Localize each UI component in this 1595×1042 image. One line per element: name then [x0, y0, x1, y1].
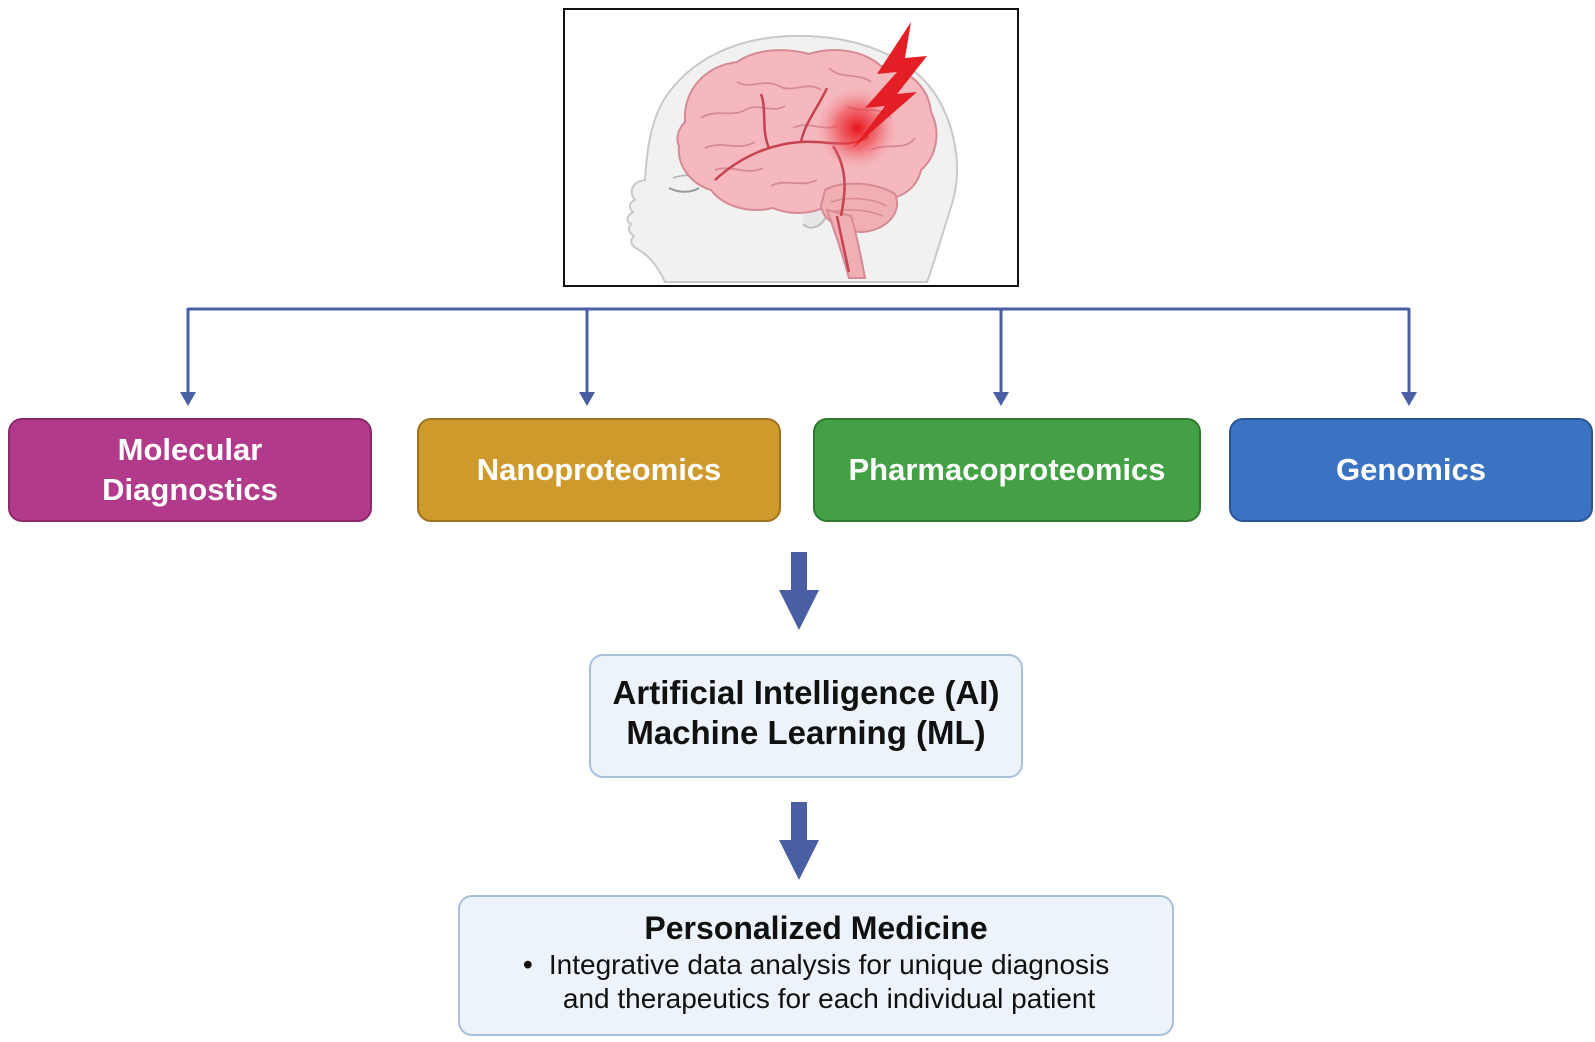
bullet-text-line1: Integrative data analysis for unique dia…	[548, 949, 1110, 980]
bullet-text: Integrative data analysis for unique dia…	[549, 948, 1109, 1016]
personalized-medicine-title: Personalized Medicine	[644, 910, 988, 946]
ai-label: Artificial Intelligence (AI)	[612, 674, 1000, 711]
category-molecular-diagnostics: Molecular Diagnostics	[8, 418, 372, 522]
ai-ml-box: Artificial Intelligence (AI) Machine Lea…	[589, 654, 1023, 778]
category-label-line1: Molecular	[117, 432, 263, 467]
head-profile-icon	[626, 22, 958, 283]
category-label: Genomics	[1336, 452, 1486, 487]
category-pharmacoproteomics: Pharmacoproteomics	[813, 418, 1201, 522]
category-label-line2: Diagnostics	[102, 472, 278, 507]
brain-icon	[676, 49, 938, 279]
lightning-bolt-icon	[853, 22, 927, 148]
bullet-point: •	[522, 949, 533, 981]
personalized-medicine-box: Personalized Medicine • Integrative data…	[458, 895, 1174, 1036]
category-label: Pharmacoproteomics	[848, 452, 1166, 487]
ml-label: Machine Learning (ML)	[626, 714, 986, 751]
brain-illustration-frame	[563, 8, 1019, 287]
category-genomics: Genomics	[1229, 418, 1593, 522]
category-label: Nanoproteomics	[476, 452, 722, 487]
category-nanoproteomics: Nanoproteomics	[417, 418, 781, 522]
bullet-item: • Integrative data analysis for unique d…	[460, 948, 1172, 1016]
bullet-text-line2: and therapeutics for each individual pat…	[562, 983, 1096, 1014]
